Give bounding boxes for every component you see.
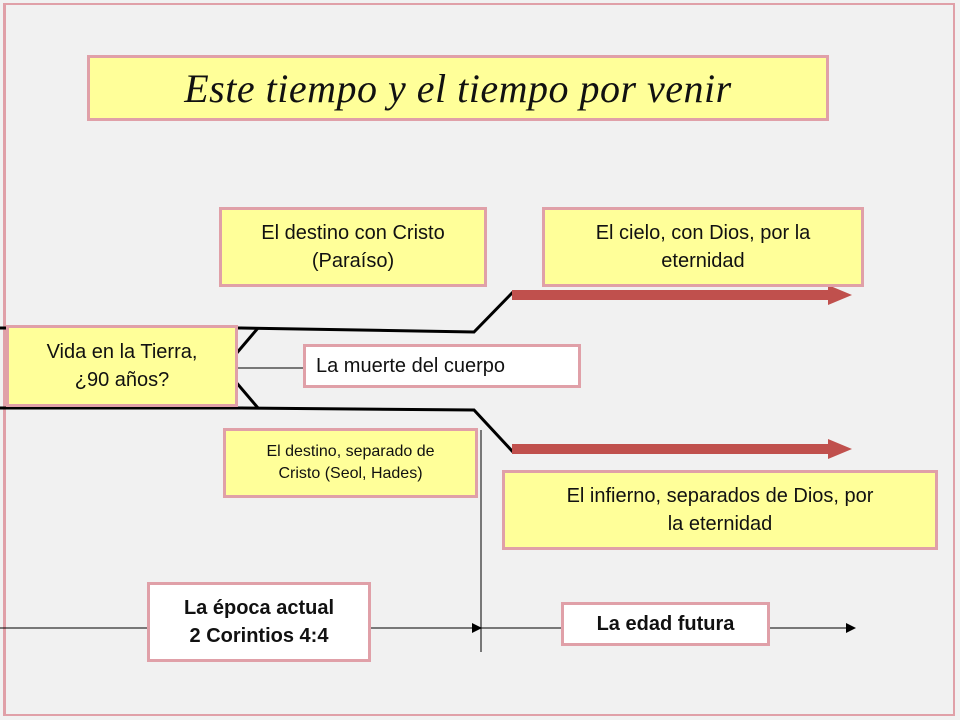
heaven-box: El cielo, con Dios, por la eternidad	[542, 207, 864, 287]
timeline-mid-arrowhead	[472, 623, 482, 633]
page-title: Este tiempo y el tiempo por venir	[184, 65, 732, 111]
timeline-end-arrowhead	[846, 623, 856, 633]
slide-frame	[3, 3, 955, 716]
destiny-with-christ-label: El destino con Cristo (Paraíso)	[261, 222, 445, 272]
title-box: Este tiempo y el tiempo por venir	[87, 55, 829, 121]
life-on-earth-label: Vida en la Tierra, ¿90 años?	[46, 341, 198, 391]
heaven-label: El cielo, con Dios, por la eternidad	[595, 222, 811, 272]
present-age-box: La época actual 2 Corintios 4:4	[147, 582, 371, 662]
hell-arrow-head	[828, 439, 852, 459]
lower-path-line	[0, 406, 515, 454]
future-age-box: La edad futura	[561, 602, 770, 646]
death-of-body-box: La muerte del cuerpo	[303, 344, 581, 388]
present-age-label: La época actual 2 Corintios 4:4	[183, 597, 335, 647]
future-age-label: La edad futura	[596, 613, 735, 635]
death-of-body-label: La muerte del cuerpo	[316, 355, 506, 377]
destiny-separated-label: El destino, separado de Cristo (Seol, Ha…	[266, 443, 435, 482]
heaven-arrow-shaft	[512, 290, 830, 300]
destiny-with-christ-box: El destino con Cristo (Paraíso)	[219, 207, 487, 287]
hell-label: El infierno, separados de Dios, por la e…	[566, 485, 874, 535]
hell-box: El infierno, separados de Dios, por la e…	[502, 470, 938, 550]
destiny-separated-box: El destino, separado de Cristo (Seol, Ha…	[223, 428, 478, 498]
hell-arrow-shaft	[512, 444, 830, 454]
heaven-arrow-head	[828, 285, 852, 305]
life-on-earth-box: Vida en la Tierra, ¿90 años?	[6, 325, 238, 407]
